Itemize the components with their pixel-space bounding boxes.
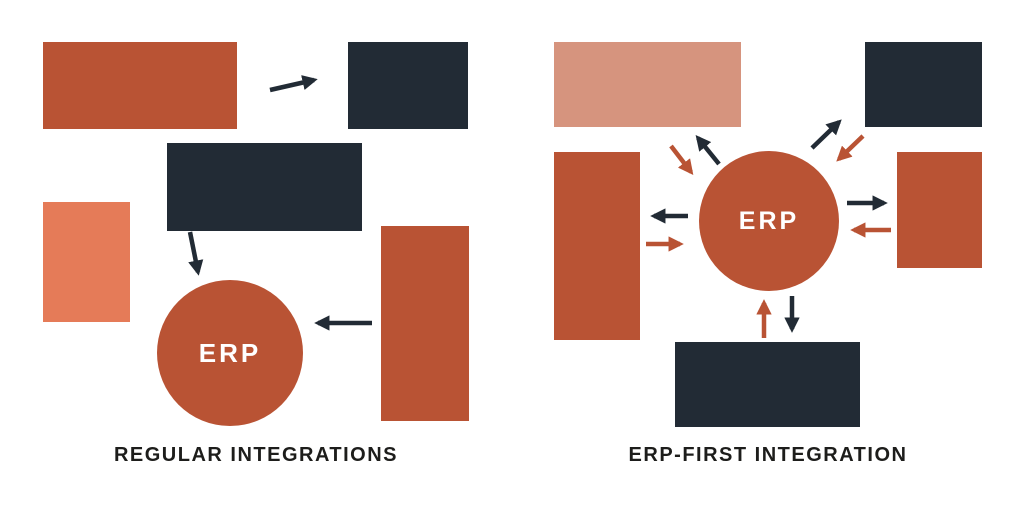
left-diagram-caption: REGULAR INTEGRATIONS (113, 444, 399, 466)
right-system-block-pink (554, 42, 741, 127)
right-erp-circle: ERP (699, 151, 839, 291)
left-system-block-salmon (43, 202, 130, 322)
left-arrow-navy-to-erp-icon (187, 231, 204, 276)
left-system-block-navy-middle (167, 143, 362, 231)
right-system-block-rust-right (897, 152, 982, 268)
right-diagram-caption: ERP-FIRST INTEGRATION (628, 444, 908, 466)
right-system-block-navy-top (865, 42, 982, 127)
right-arrow-out-upleft-icon (695, 135, 721, 166)
right-system-block-rust-left (554, 152, 640, 340)
right-arrow-out-upright-icon (810, 119, 842, 150)
left-system-block-navy-top (348, 42, 468, 129)
right-system-block-navy-bottom (675, 342, 860, 427)
right-arrow-in-upleft-icon (669, 144, 694, 176)
left-erp-circle: ERP (157, 280, 303, 426)
left-system-block-rust-vertical (381, 226, 469, 421)
left-erp-label: ERP (198, 337, 262, 368)
right-arrow-in-upright-icon (836, 134, 865, 162)
right-erp-label: ERP (738, 206, 800, 235)
left-system-block-rust-large (43, 42, 237, 129)
left-arrow-rust-to-navy-icon (269, 75, 318, 93)
